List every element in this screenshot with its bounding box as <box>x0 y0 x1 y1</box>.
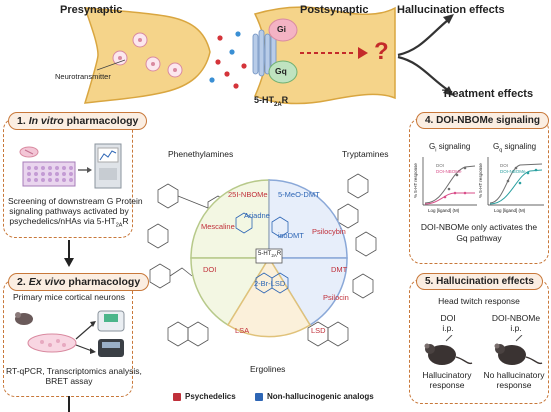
panel-in-vitro-title: 1. In vitro pharmacology <box>8 112 148 130</box>
label-psilocybin: Psilocybin <box>312 227 346 236</box>
panel5-nbome-label: DOI-NBOMe <box>491 313 541 323</box>
neurotransmitter-pointer <box>96 59 126 71</box>
legend-nonhalluc-label: Non-hallucinogenic analogs <box>267 392 374 401</box>
gi-ylabel: % 5-HT response <box>412 163 418 199</box>
gi-signaling-label: Gi signaling <box>429 142 471 154</box>
center-receptor-box: 5-HT2AR <box>258 251 282 259</box>
gq-label: Gq <box>275 66 287 76</box>
question-mark: ? <box>374 38 389 65</box>
panel5-doi-label: DOI <box>440 313 456 323</box>
gq-dose-response-chart <box>487 157 544 206</box>
treatment-effects-label: Treatment effects <box>442 88 534 100</box>
gi-legend-nbome: DOI-NBOMe <box>436 169 462 174</box>
label-dmt: DMT <box>331 265 348 274</box>
panel2-down-line <box>68 396 70 412</box>
panel5-response-2b: response <box>496 380 532 390</box>
legend-psychedelics-label: Psychedelics <box>185 392 236 401</box>
panel5-response-1b: response <box>429 380 465 390</box>
panel1-line3: psychedelics/nHAs via 5-HT2AR <box>9 216 129 229</box>
label-ariadne: Ariadne <box>244 211 270 220</box>
gi-legend-doi: DOI <box>436 163 445 168</box>
panel2-line1: RT-qPCR, Transcriptomics analysis, <box>6 366 142 376</box>
panel1-line1: Screening of downstream G Protein <box>8 196 143 206</box>
tryptamines-label: Tryptamines <box>342 149 389 159</box>
panel4-caption-2: Gq pathway <box>456 233 502 243</box>
branch-arrow-down <box>397 55 449 91</box>
panel-doi-nbome-title: 4. DOI-NBOMe signaling <box>416 112 550 129</box>
synapse-illustration <box>83 6 454 105</box>
panel2-line2: BRET assay <box>45 376 93 386</box>
neurotransmitter-dots <box>209 31 247 89</box>
sector-phenethylamines <box>190 179 270 259</box>
mice-illustration <box>424 335 543 365</box>
ex-vivo-illustration <box>15 310 125 357</box>
label-doi: DOI <box>203 265 217 274</box>
sector-left <box>190 257 271 327</box>
label-psilocin: Psilocin <box>323 293 349 302</box>
in-vitro-illustration <box>19 143 122 189</box>
label-5-meo-dmt: 5-MeO-DMT <box>278 190 320 199</box>
gq-signaling-label: Gq signaling <box>493 142 537 154</box>
label-mescaline: Mescaline <box>201 222 235 231</box>
gi-xlabel: Log [ligand] (M) <box>428 208 460 213</box>
gq-legend-nbome: DOI-NBOMe <box>500 169 526 174</box>
gi-label: Gi <box>277 24 286 34</box>
gq-legend-doi: DOI <box>500 163 509 168</box>
branch-arrow-up <box>397 19 449 57</box>
legend-nonhalluc-swatch <box>255 393 263 401</box>
gq-xlabel: Log [ligand] (M) <box>494 208 526 213</box>
panel-hallucination-effects <box>409 279 549 404</box>
panel-flow-arrow <box>64 240 74 267</box>
legend-psychedelics-swatch <box>173 393 181 401</box>
gq-protein <box>268 60 298 84</box>
panel5-doi-route: i.p. <box>442 323 454 333</box>
sector-tryptamines <box>268 179 348 259</box>
panel5-response-2a: No hallucinatory <box>483 370 545 380</box>
label-lsa: LSA <box>235 326 250 335</box>
panel4-caption-1: DOI-NBOMe only activates the <box>420 222 538 232</box>
gi-protein <box>268 18 298 42</box>
label-2-br-lsd: 2-Br-LSD <box>254 279 286 288</box>
gi-dose-response-chart <box>422 157 477 206</box>
panel5-nbome-route: i.p. <box>510 323 522 333</box>
postsynaptic-label: Postsynaptic <box>300 4 369 16</box>
panel5-subtitle: Head twitch response <box>438 296 520 306</box>
label-isodmt: isoDMT <box>278 231 304 240</box>
vesicles <box>112 32 183 78</box>
neurotransmitter-label: Neurotransmitter <box>55 72 111 81</box>
panel2-subtitle: Primary mice cortical neurons <box>13 292 125 302</box>
hallucination-effects-label: Hallucination effects <box>397 4 505 16</box>
sector-ergolines <box>226 256 312 338</box>
panel-hallucination-title: 5. Hallucination effects <box>416 273 543 290</box>
label-25i-nbome: 25I-NBOMe <box>228 190 268 199</box>
panel1-line2: signaling pathways activated by <box>9 206 129 216</box>
panel-ex-vivo-title: 2. Ex vivo pharmacology <box>8 273 150 291</box>
gq-ylabel: % 5-HT response <box>477 163 483 199</box>
presynaptic-label: Presynaptic <box>60 4 123 16</box>
phenethylamines-label: Phenethylamines <box>168 149 234 159</box>
compound-wheel <box>147 173 377 347</box>
sector-right <box>267 257 348 327</box>
presynaptic-terminal <box>83 7 211 104</box>
panel-doi-nbome-signaling <box>409 118 549 264</box>
label-lsd: LSD <box>311 326 326 335</box>
receptor-label: 5-HT2AR <box>254 95 289 108</box>
ergolines-label: Ergolines <box>250 364 286 374</box>
panel5-response-1a: Hallucinatory <box>422 370 472 380</box>
